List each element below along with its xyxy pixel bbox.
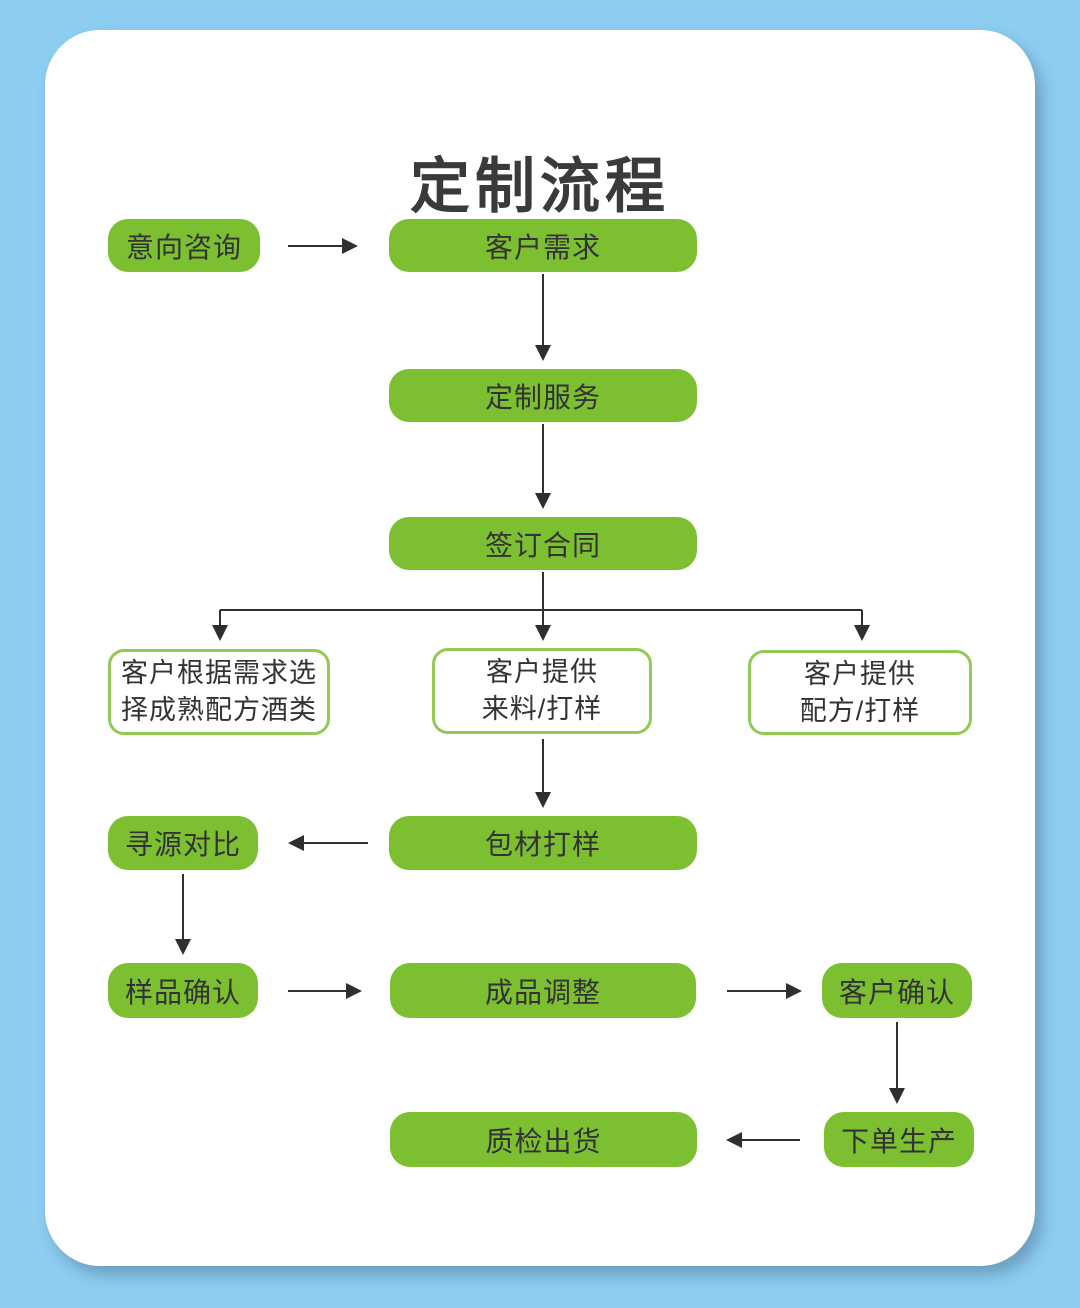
node-label-line1: 客户提供 [804, 658, 916, 689]
node-label-line1: 客户提供 [486, 657, 598, 687]
node-sample-confirm: 样品确认 [108, 963, 258, 1018]
node-product-adjust: 成品调整 [390, 963, 696, 1018]
node-customer-demand: 客户需求 [389, 219, 697, 272]
node-label: 意向咨询 [125, 231, 242, 263]
node-sourcing-compare: 寻源对比 [108, 816, 258, 870]
node-label: 样品确认 [124, 976, 241, 1008]
node-label-line1: 客户根据需求选 [121, 658, 317, 688]
node-label: 质检出货 [485, 1125, 602, 1157]
node-label: 下单生产 [840, 1125, 957, 1157]
node-label: 签订合同 [484, 529, 601, 561]
node-qc-shipping: 质检出货 [390, 1112, 697, 1167]
node-label: 寻源对比 [124, 829, 241, 860]
node-client-confirm: 客户确认 [822, 963, 972, 1018]
node-customer-material-sample: 客户提供 来料/打样 [432, 648, 652, 734]
node-order-production: 下单生产 [824, 1112, 974, 1167]
node-label: 定制服务 [484, 381, 601, 413]
node-label: 成品调整 [484, 976, 601, 1008]
node-label-line2: 择成熟配方酒类 [121, 695, 317, 725]
node-label: 客户确认 [838, 976, 955, 1008]
node-label: 包材打样 [484, 829, 601, 860]
node-label: 客户需求 [484, 231, 601, 263]
node-select-mature-recipe: 客户根据需求选 择成熟配方酒类 [108, 649, 330, 735]
node-label-line2: 配方/打样 [799, 695, 921, 726]
node-customer-formula-sample: 客户提供 配方/打样 [748, 650, 972, 735]
node-intent-consult: 意向咨询 [108, 219, 260, 272]
node-packaging-sample: 包材打样 [389, 816, 697, 870]
node-sign-contract: 签订合同 [389, 517, 697, 570]
page-title: 定制流程 [410, 153, 670, 221]
node-custom-service: 定制服务 [389, 369, 697, 422]
node-label-line2: 来料/打样 [481, 694, 603, 724]
